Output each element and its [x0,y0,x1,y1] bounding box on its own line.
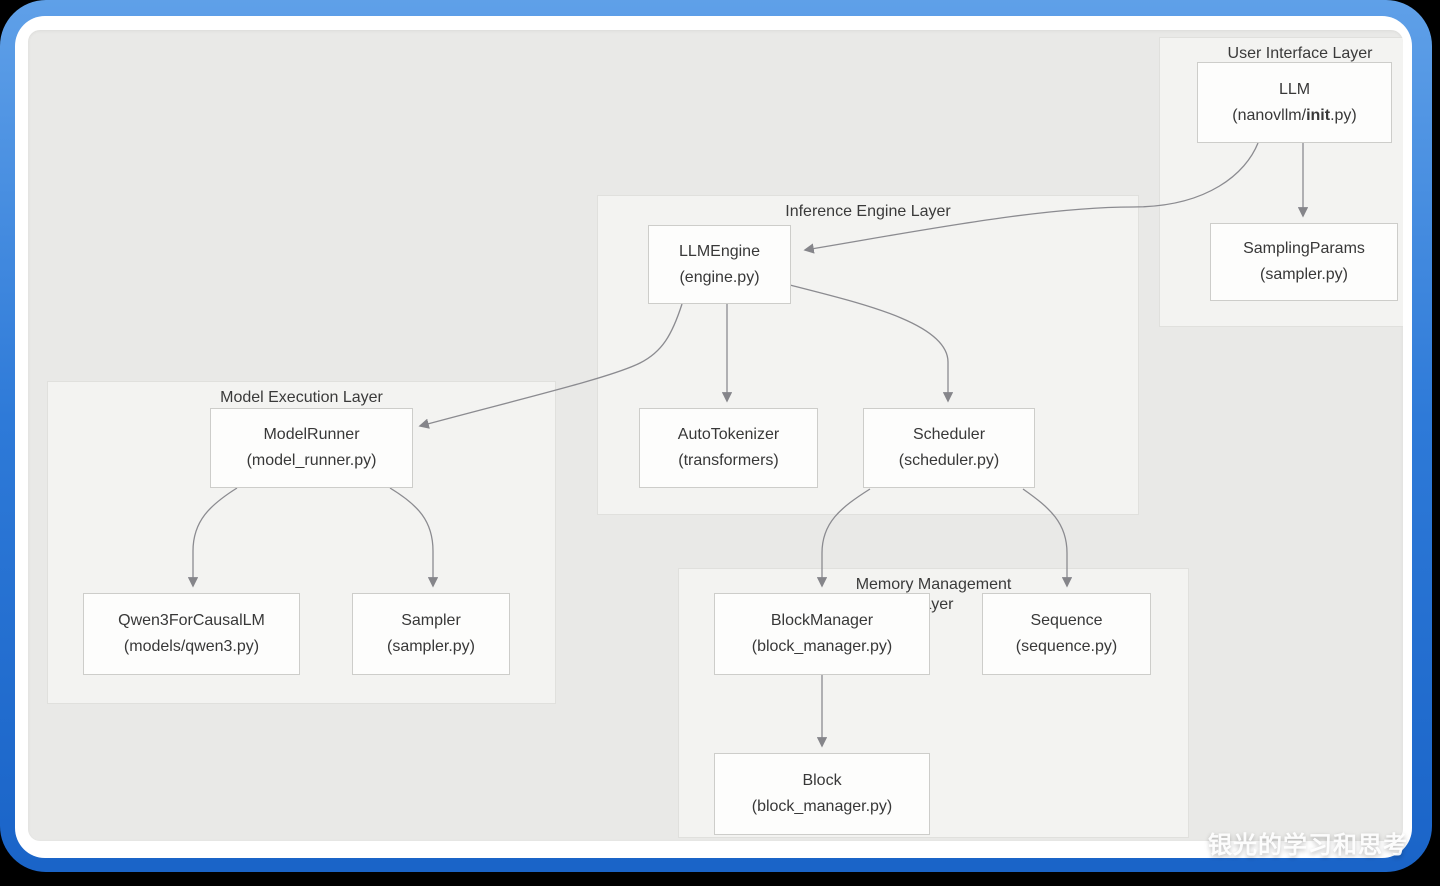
edge-llm-llmengine [803,142,1259,254]
edge-scheduler-blockmanager [816,488,871,588]
node-block: Block (block_manager.py) [714,753,930,835]
node-block-file: (block_manager.py) [751,798,893,815]
node-llmengine-name: LLMEngine [679,242,760,260]
inner-white-frame: User Interface Layer Inference Engine La… [15,16,1412,858]
edge-llmengine-modelrunner [418,303,683,429]
node-scheduler-name: Scheduler [912,426,986,443]
node-autotokenizer-name: AutoTokenizer [677,426,780,443]
node-llmengine-file: (engine.py) [679,268,760,286]
node-sequence: Sequence (sequence.py) [982,593,1151,675]
node-llm-file-bold: init [1306,106,1331,124]
node-autotokenizer-file: (transformers) [678,452,779,469]
edge-llmengine-scheduler [789,284,954,403]
node-sequence-file: (sequence.py) [1015,638,1118,655]
node-llm-file-post: .py) [1330,106,1357,124]
node-llm-name: LLM [1278,80,1311,98]
node-samplingparams: SamplingParams (sampler.py) [1210,223,1398,301]
node-sequence-name: Sequence [1030,612,1103,629]
watermark-text: 银光的学习和思考 [1208,832,1408,859]
edge-modelrunner-sampler [389,487,439,588]
node-modelrunner-file: (model_runner.py) [246,452,377,469]
node-scheduler-file: (scheduler.py) [898,452,1000,469]
node-sampler-name: Sampler [401,612,461,629]
edge-modelrunner-qwen3 [187,487,238,588]
node-llm: LLM (nanovllm/init.py) [1197,62,1392,143]
node-modelrunner: ModelRunner (model_runner.py) [210,408,413,488]
node-qwen3forcausallm: Qwen3ForCausalLM (models/qwen3.py) [83,593,300,675]
node-blockmanager-file: (block_manager.py) [751,638,893,655]
layer-inference-engine-title: Inference Engine Layer [785,203,951,220]
layer-user-interface-title: User Interface Layer [1227,45,1373,62]
edge-scheduler-sequence [1022,488,1073,588]
node-block-name: Block [802,772,842,789]
node-llmengine: LLMEngine (engine.py) [648,225,791,304]
node-llm-file-pre: (nanovllm/ [1232,106,1307,124]
node-sampler-file: (sampler.py) [386,638,476,655]
node-sampler: Sampler (sampler.py) [352,593,510,675]
node-blockmanager: BlockManager (block_manager.py) [714,593,930,675]
outer-blue-frame: User Interface Layer Inference Engine La… [0,0,1432,872]
node-qwen3forcausallm-name: Qwen3ForCausalLM [118,612,265,629]
node-llm-file: (nanovllm/init.py) [1232,103,1356,129]
node-scheduler: Scheduler (scheduler.py) [863,408,1035,488]
layer-model-execution-title: Model Execution Layer [220,389,383,406]
node-samplingparams-file: (sampler.py) [1259,266,1349,283]
diagram-canvas: User Interface Layer Inference Engine La… [28,30,1403,841]
node-samplingparams-name: SamplingParams [1243,240,1365,257]
node-blockmanager-name: BlockManager [770,612,874,629]
node-autotokenizer: AutoTokenizer (transformers) [639,408,818,488]
layer-memory-management-title-line1: Memory Management [855,576,1012,593]
node-qwen3forcausallm-file: (models/qwen3.py) [123,638,260,655]
node-modelrunner-name: ModelRunner [263,426,360,443]
diagram-edges [187,142,1309,748]
